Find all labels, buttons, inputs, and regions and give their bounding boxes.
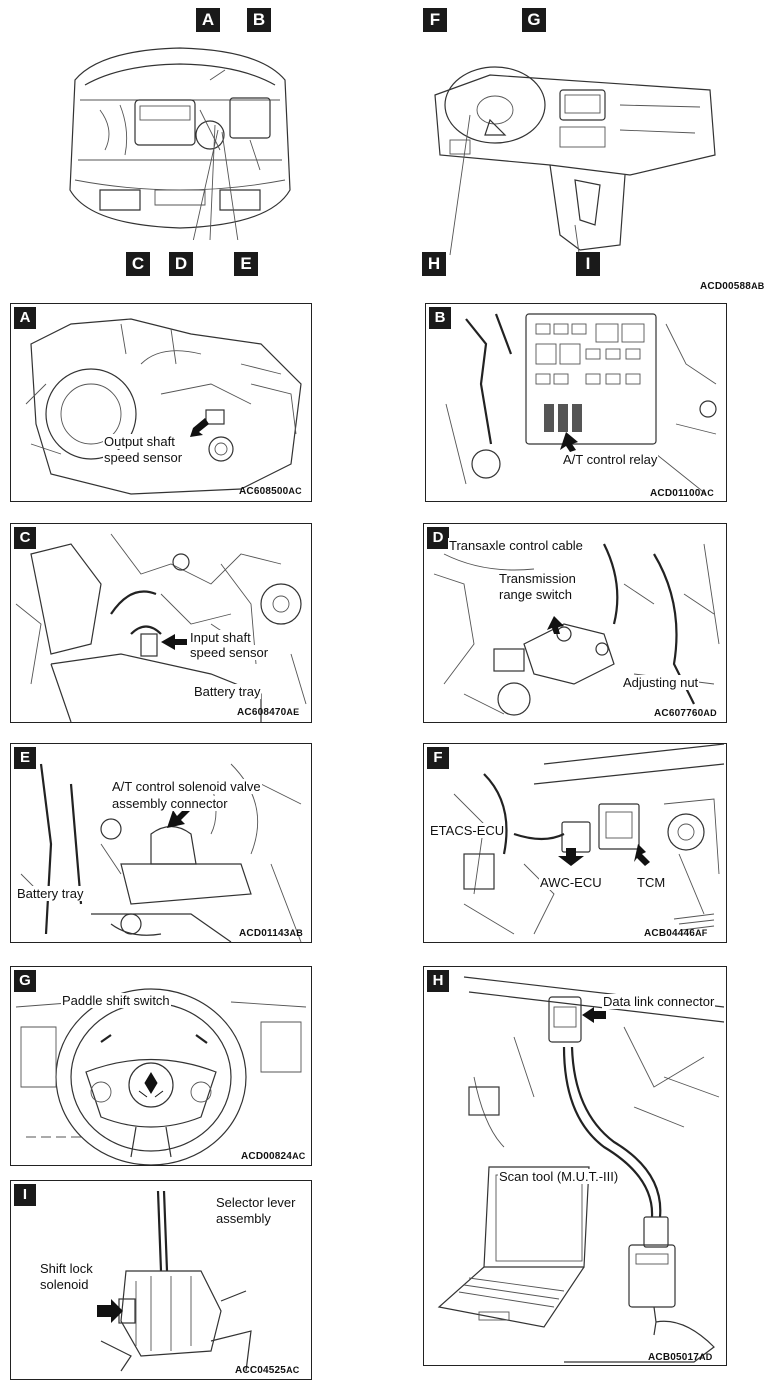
overview-code-suffix: AB (751, 281, 765, 291)
callout-c: C (126, 252, 150, 276)
panel-i-code-main: ACC04525 (235, 1365, 287, 1376)
panel-d-range-switch-line2: range switch (498, 587, 573, 602)
panel-h-code-main: ACB05017 (648, 1352, 700, 1363)
panel-i-code: ACC04525AC (235, 1365, 299, 1376)
panel-d-drawing (433, 543, 720, 716)
panel-f-drawing (453, 744, 725, 935)
engine-bay-drawing (69, 47, 291, 256)
panel-i-selector-lever-line2: assembly (215, 1211, 272, 1226)
panel-a-label-line2: speed sensor (103, 450, 184, 465)
panel-d-letter: D (427, 527, 449, 549)
panel-c-code-main: AC608470 (237, 707, 287, 718)
engine-bay-overview (60, 40, 300, 256)
panel-h-code: ACB05017AD (648, 1352, 712, 1363)
panel-a-label-line1: Output shaft (103, 434, 176, 449)
panel-f-code: ACB04446AF (644, 928, 707, 939)
panel-c-label-line2: speed sensor (189, 645, 270, 660)
panel-e-letter: E (14, 747, 36, 769)
panel-e-battery-tray: Battery tray (16, 886, 85, 901)
panel-c-label-line1: Input shaft (189, 630, 252, 645)
panel-a-code-suffix: AC (288, 486, 302, 496)
callout-i: I (576, 252, 600, 276)
panel-b-label: A/T control relay (562, 452, 659, 467)
panel-c-battery-tray: Battery tray (193, 684, 262, 699)
panel-e-drawing (20, 763, 302, 942)
panel-c-drawing (15, 533, 307, 722)
panel-a-code: AC608500AC (239, 486, 302, 497)
panel-b-drawing (445, 313, 717, 495)
panel-f-letter: F (427, 747, 449, 769)
panel-c-input-shaft-speed-sensor: C Input shaft speed sensor Battery tray … (10, 523, 312, 723)
panel-i-selector-lever: I Selector lever assembly Shift lock sol… (10, 1180, 312, 1380)
panel-h-scan-tool-label: Scan tool (M.U.T.-III) (498, 1169, 620, 1184)
panel-f-awc-ecu: AWC-ECU (539, 875, 603, 890)
panel-g-code-suffix: AC (292, 1151, 306, 1161)
panel-g-paddle-shift-switch: G Paddle shift switch ACD00824AC (10, 966, 312, 1166)
panel-g-code-main: ACD00824 (241, 1151, 293, 1162)
panel-d-adjusting-nut: Adjusting nut (622, 675, 700, 690)
panel-f-etacs-ecu: ETACS-ECU (429, 823, 506, 838)
panel-h-drawing (437, 976, 725, 1363)
panel-c-code-suffix: AE (286, 707, 300, 717)
panel-f-code-suffix: AF (695, 928, 708, 938)
panel-i-selector-lever-line1: Selector lever (215, 1195, 297, 1210)
callout-g: G (522, 8, 546, 32)
panel-a-letter: A (14, 307, 36, 329)
panel-f-tcm: TCM (636, 875, 667, 890)
panel-c-letter: C (14, 527, 36, 549)
panel-b-at-control-relay: B A/T control relay ACD01100AC (425, 303, 727, 502)
panel-g-letter: G (14, 970, 36, 992)
callout-e: E (234, 252, 258, 276)
panel-e-label-line2: assembly connector (111, 796, 229, 811)
panel-g-drawing (15, 988, 307, 1165)
panel-g-label: Paddle shift switch (61, 993, 171, 1008)
panel-e-label-line1: A/T control solenoid valve (111, 779, 262, 794)
panel-a-output-shaft-speed-sensor: A Output shaft speed sensor AC608500AC (10, 303, 312, 502)
panel-h-data-link-connector-label: Data link connector (602, 994, 716, 1009)
panel-b-code-main: ACD01100 (650, 488, 701, 499)
panel-d-transaxle-control-cable: Transaxle control cable (448, 538, 584, 553)
panel-a-code-main: AC608500 (239, 486, 289, 497)
panel-i-shift-lock-line2: solenoid (39, 1277, 90, 1292)
panel-d-code-suffix: AD (703, 708, 717, 718)
panel-i-letter: I (14, 1184, 36, 1206)
overview-figure-code: ACD00588AB (700, 281, 764, 292)
callout-f: F (423, 8, 447, 32)
cabin-overview (430, 35, 720, 261)
callout-d: D (169, 252, 193, 276)
callout-b: B (247, 8, 271, 32)
panel-c-code: AC608470AE (237, 707, 299, 718)
callout-a: A (196, 8, 220, 32)
overview-code-main: ACD00588 (700, 281, 752, 292)
panel-h-data-link-connector: H Data link connector Scan tool (M.U.T.-… (423, 966, 727, 1366)
panel-f-code-main: ACB04446 (644, 928, 696, 939)
callout-h: H (422, 252, 446, 276)
cabin-drawing (434, 66, 716, 261)
panel-h-letter: H (427, 970, 449, 992)
panel-b-letter: B (429, 307, 451, 329)
panel-d-transmission-range-switch: D Transaxle control cable Transmission r… (423, 523, 727, 723)
panel-i-shift-lock-line1: Shift lock (39, 1261, 94, 1276)
panel-i-drawing (97, 1190, 252, 1372)
panel-g-code: ACD00824AC (241, 1151, 305, 1162)
panel-b-code: ACD01100AC (650, 488, 714, 499)
panel-d-code-main: AC607760 (654, 708, 704, 719)
panel-e-solenoid-valve-connector: E A/T control solenoid valve assembly co… (10, 743, 312, 943)
panel-e-code: ACD01143AB (239, 928, 303, 939)
panel-e-code-main: ACD01143 (239, 928, 290, 939)
panel-b-code-suffix: AC (700, 488, 714, 498)
panel-e-code-suffix: AB (289, 928, 303, 938)
panel-i-code-suffix: AC (286, 1365, 300, 1375)
panel-h-code-suffix: AD (699, 1352, 713, 1362)
panel-d-range-switch-line1: Transmission (498, 571, 577, 586)
panel-d-code: AC607760AD (654, 708, 717, 719)
panel-f-ecu-locations: F ETACS-ECU AWC-ECU TCM ACB04446AF (423, 743, 727, 943)
panel-a-drawing (25, 318, 302, 495)
